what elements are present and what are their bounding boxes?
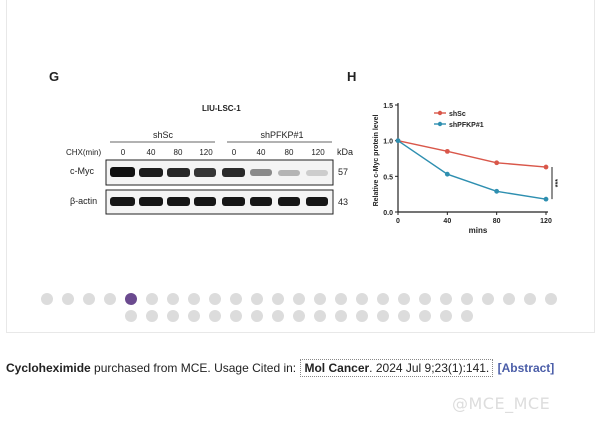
x-tick-label: 0 [396,218,400,225]
carousel-dot[interactable] [376,310,389,322]
carousel-dot[interactable] [166,293,179,305]
legend-label: shPFKP#1 [449,122,484,129]
carousel-dot[interactable] [502,293,515,305]
carousel-dot[interactable] [124,310,137,322]
carousel-dot[interactable] [187,293,200,305]
carousel-dots-row-1 [0,293,597,305]
blot-title: LIU-LSC-1 [202,104,241,113]
product-name: Cycloheximide [6,361,91,375]
panel-g-letter: G [49,69,59,84]
kda-cmyc: 57 [338,167,348,177]
carousel-dot[interactable] [355,293,368,305]
carousel-dot[interactable] [292,293,305,305]
carousel-dot[interactable] [271,310,284,322]
carousel-dot[interactable] [418,310,431,322]
carousel-dot[interactable] [229,293,242,305]
carousel-dot[interactable] [355,310,368,322]
series-line-shpfkp [397,140,547,200]
carousel-dot[interactable] [103,293,116,305]
cmyc-bands [110,167,328,177]
panel-h-letter: H [347,69,356,84]
carousel-dot[interactable] [145,310,158,322]
carousel-dot-active[interactable] [124,293,137,305]
carousel-dot[interactable] [334,310,347,322]
x-axis-label: mins [469,226,488,235]
carousel-dot[interactable] [334,293,347,305]
row-label-actin: β-actin [70,196,97,206]
significance-label: *** [555,179,562,187]
carousel-dot[interactable] [460,310,473,322]
data-point [543,196,549,202]
carousel-dot[interactable] [397,293,410,305]
series-line-shsc [397,139,547,168]
carousel-dot[interactable] [229,310,242,322]
row-label-cmyc: c-Myc [70,166,94,176]
figure-image: G LIU-LSC-1 shSc shPFKP#1 CHX(min) 0 40 … [49,69,562,235]
carousel-dot[interactable] [313,310,326,322]
watermark: ​@MCE_MCE [452,394,551,413]
citation-date: . 2024 Jul 9;23(1):141. [369,361,490,375]
carousel-dot[interactable] [166,310,179,322]
kda-actin: 43 [338,197,348,207]
carousel-dot[interactable] [271,293,284,305]
carousel-dot[interactable] [208,293,221,305]
carousel-dot[interactable] [250,310,263,322]
time-label: 40 [147,148,156,157]
actin-bands [110,197,328,206]
time-label: 0 [232,148,237,157]
carousel-dot[interactable] [376,293,389,305]
carousel-dot[interactable] [439,293,452,305]
y-tick-label: 1.5 [383,103,393,110]
legend-label: shSc [449,111,466,118]
y-axis-label: Relative c-Myc protein level [373,115,380,207]
data-point [444,148,450,154]
time-label: 0 [121,148,126,157]
carousel-dot[interactable] [40,293,53,305]
group-label-shsc: shSc [153,130,174,140]
time-label: 120 [311,148,325,157]
carousel-dots-row-2 [0,310,597,322]
data-point [494,188,500,194]
carousel-dot[interactable] [187,310,200,322]
y-tick-label: 0.5 [383,174,393,181]
data-point [494,160,500,166]
legend-marker [437,121,443,127]
x-tick-label: 120 [540,218,552,225]
legend-marker [437,110,443,116]
journal-name: Mol Cancer [304,361,370,375]
kda-unit: kDa [337,147,353,157]
carousel-dot[interactable] [544,293,557,305]
time-label: 120 [199,148,213,157]
citation: Cycloheximide purchased from MCE. Usage … [6,359,555,377]
carousel-dot[interactable] [145,293,158,305]
data-point [444,171,450,177]
carousel-dot[interactable] [481,293,494,305]
y-tick-label: 1.0 [383,139,393,146]
data-point [395,138,401,144]
time-label: 80 [174,148,183,157]
chx-label: CHX(min) [66,148,101,157]
carousel-dot[interactable] [439,310,452,322]
time-label: 40 [257,148,266,157]
carousel-dot[interactable] [250,293,263,305]
x-tick-label: 40 [443,218,451,225]
carousel-dot[interactable] [292,310,305,322]
x-tick-label: 80 [493,218,501,225]
carousel-dot[interactable] [418,293,431,305]
journal-name-box[interactable]: Mol Cancer. 2024 Jul 9;23(1):141. [300,359,494,377]
time-label: 80 [285,148,294,157]
line-chart: 0.0 0.5 1.0 1.5 0 40 80 120 mins Relative c-Myc p… [373,103,562,235]
abstract-link[interactable]: [Abstract] [497,361,555,375]
carousel-dot[interactable] [397,310,410,322]
carousel-dot[interactable] [82,293,95,305]
group-label-shpfkp: shPFKP#1 [260,130,303,140]
carousel-dot[interactable] [61,293,74,305]
y-tick-label: 0.0 [383,210,393,217]
data-point [543,164,549,170]
citation-text: purchased from MCE. Usage Cited in: [94,361,297,375]
carousel-dot[interactable] [313,293,326,305]
carousel-dot[interactable] [460,293,473,305]
carousel-dot[interactable] [208,310,221,322]
carousel-dot[interactable] [523,293,536,305]
